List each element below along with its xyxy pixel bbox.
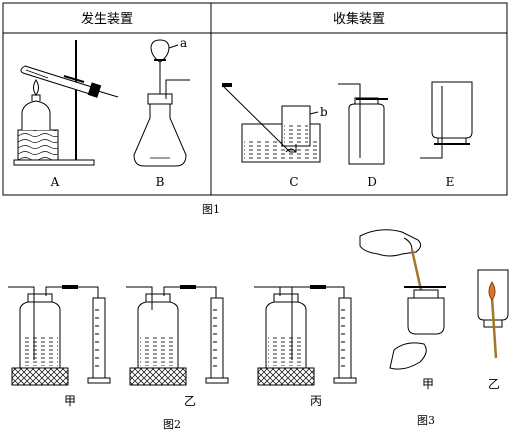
delivery-tube xyxy=(97,90,119,98)
label-e: E xyxy=(446,175,455,189)
setup-jia xyxy=(8,285,111,386)
apparatus-a xyxy=(13,40,119,166)
outlet-tube-bing xyxy=(280,286,345,300)
delivery-tube-e xyxy=(420,86,443,159)
upper-finger xyxy=(403,237,413,251)
cylinder-scale-bing xyxy=(341,309,345,367)
delivery-tube-c xyxy=(221,84,297,153)
jar-water xyxy=(284,124,308,144)
callout-b: b xyxy=(320,105,328,119)
header-generation-apparatus: 发生装置 xyxy=(81,11,133,27)
label-setup-bing: 丙 xyxy=(310,394,322,408)
bottle-neck-yi xyxy=(145,293,171,303)
delivery-tube-d xyxy=(338,83,361,158)
label-setup-yi: 乙 xyxy=(184,394,196,408)
support-block-yi xyxy=(129,367,187,386)
caption-figure-3: 图3 xyxy=(417,414,435,427)
support-block-bing xyxy=(257,367,315,386)
apparatus-e xyxy=(420,81,473,159)
wood-block xyxy=(17,129,59,163)
cylinder-scale-yi xyxy=(213,309,217,367)
separating-funnel xyxy=(150,39,170,63)
caption-figure-2: 图2 xyxy=(163,418,181,431)
bottle-neck-bing xyxy=(273,293,299,303)
jar-stand xyxy=(285,148,297,153)
setup-bing xyxy=(254,285,357,386)
conical-flask xyxy=(133,103,187,167)
figure-3: 甲 乙 图3 xyxy=(359,229,509,427)
label-setup-3-jia: 甲 xyxy=(422,377,434,391)
cylinder-base-bing xyxy=(333,377,357,384)
flask-delivery-tube xyxy=(165,79,190,99)
test-tube xyxy=(20,65,96,96)
splint-3-yi xyxy=(490,297,498,359)
clamp xyxy=(63,75,85,83)
label-c: C xyxy=(289,175,298,189)
cylinder-base-yi xyxy=(205,377,229,384)
upper-hand xyxy=(359,229,422,257)
stand-base xyxy=(13,159,95,166)
header-collection-apparatus: 收集装置 xyxy=(333,11,385,27)
cylinder-base-jia xyxy=(87,377,111,384)
figure-2: 甲 乙 丙 图2 xyxy=(8,285,357,431)
apparatus-b xyxy=(133,39,190,167)
gas-jar-e xyxy=(431,81,473,139)
callout-a-line xyxy=(168,44,179,49)
bottle-water-jia xyxy=(22,335,58,366)
inlet-tube-yi xyxy=(126,286,153,310)
callout-b-line xyxy=(309,111,319,115)
bottle-water-bing xyxy=(268,335,304,366)
label-b: B xyxy=(156,175,165,189)
gas-jar-3-jia xyxy=(407,297,445,335)
label-d: D xyxy=(367,175,377,189)
setup-3-jia xyxy=(359,229,446,370)
bottle-water-yi xyxy=(140,335,176,366)
label-a: A xyxy=(50,175,60,189)
label-setup-jia: 甲 xyxy=(64,394,76,408)
gas-jar-d xyxy=(348,103,385,165)
cylinder-scale-jia xyxy=(95,309,99,367)
flask-stopper xyxy=(147,93,173,105)
caption-figure-1: 图1 xyxy=(202,203,220,216)
tube-contents xyxy=(25,69,49,79)
figure-1-frame xyxy=(2,2,508,196)
bottle-neck-jia xyxy=(27,293,53,303)
alcohol-lamp xyxy=(21,100,51,130)
callout-a: a xyxy=(180,36,187,50)
lamp-flame xyxy=(33,79,39,96)
label-setup-3-yi: 乙 xyxy=(488,377,500,391)
setup-3-yi xyxy=(477,269,509,359)
lamp-wick-holder xyxy=(31,94,41,101)
lower-hand xyxy=(389,342,427,370)
stopper xyxy=(87,82,102,98)
figure-1: 发生装置 收集装置 A a B xyxy=(2,2,508,216)
apparatus-d xyxy=(338,83,388,165)
setup-yi xyxy=(126,285,229,386)
inlet-tube-jia xyxy=(8,286,35,360)
apparatus-c xyxy=(221,83,321,163)
splint-flame-3-yi xyxy=(488,281,496,301)
jar-mouth-3-jia xyxy=(413,289,439,299)
support-block-jia xyxy=(11,367,69,386)
